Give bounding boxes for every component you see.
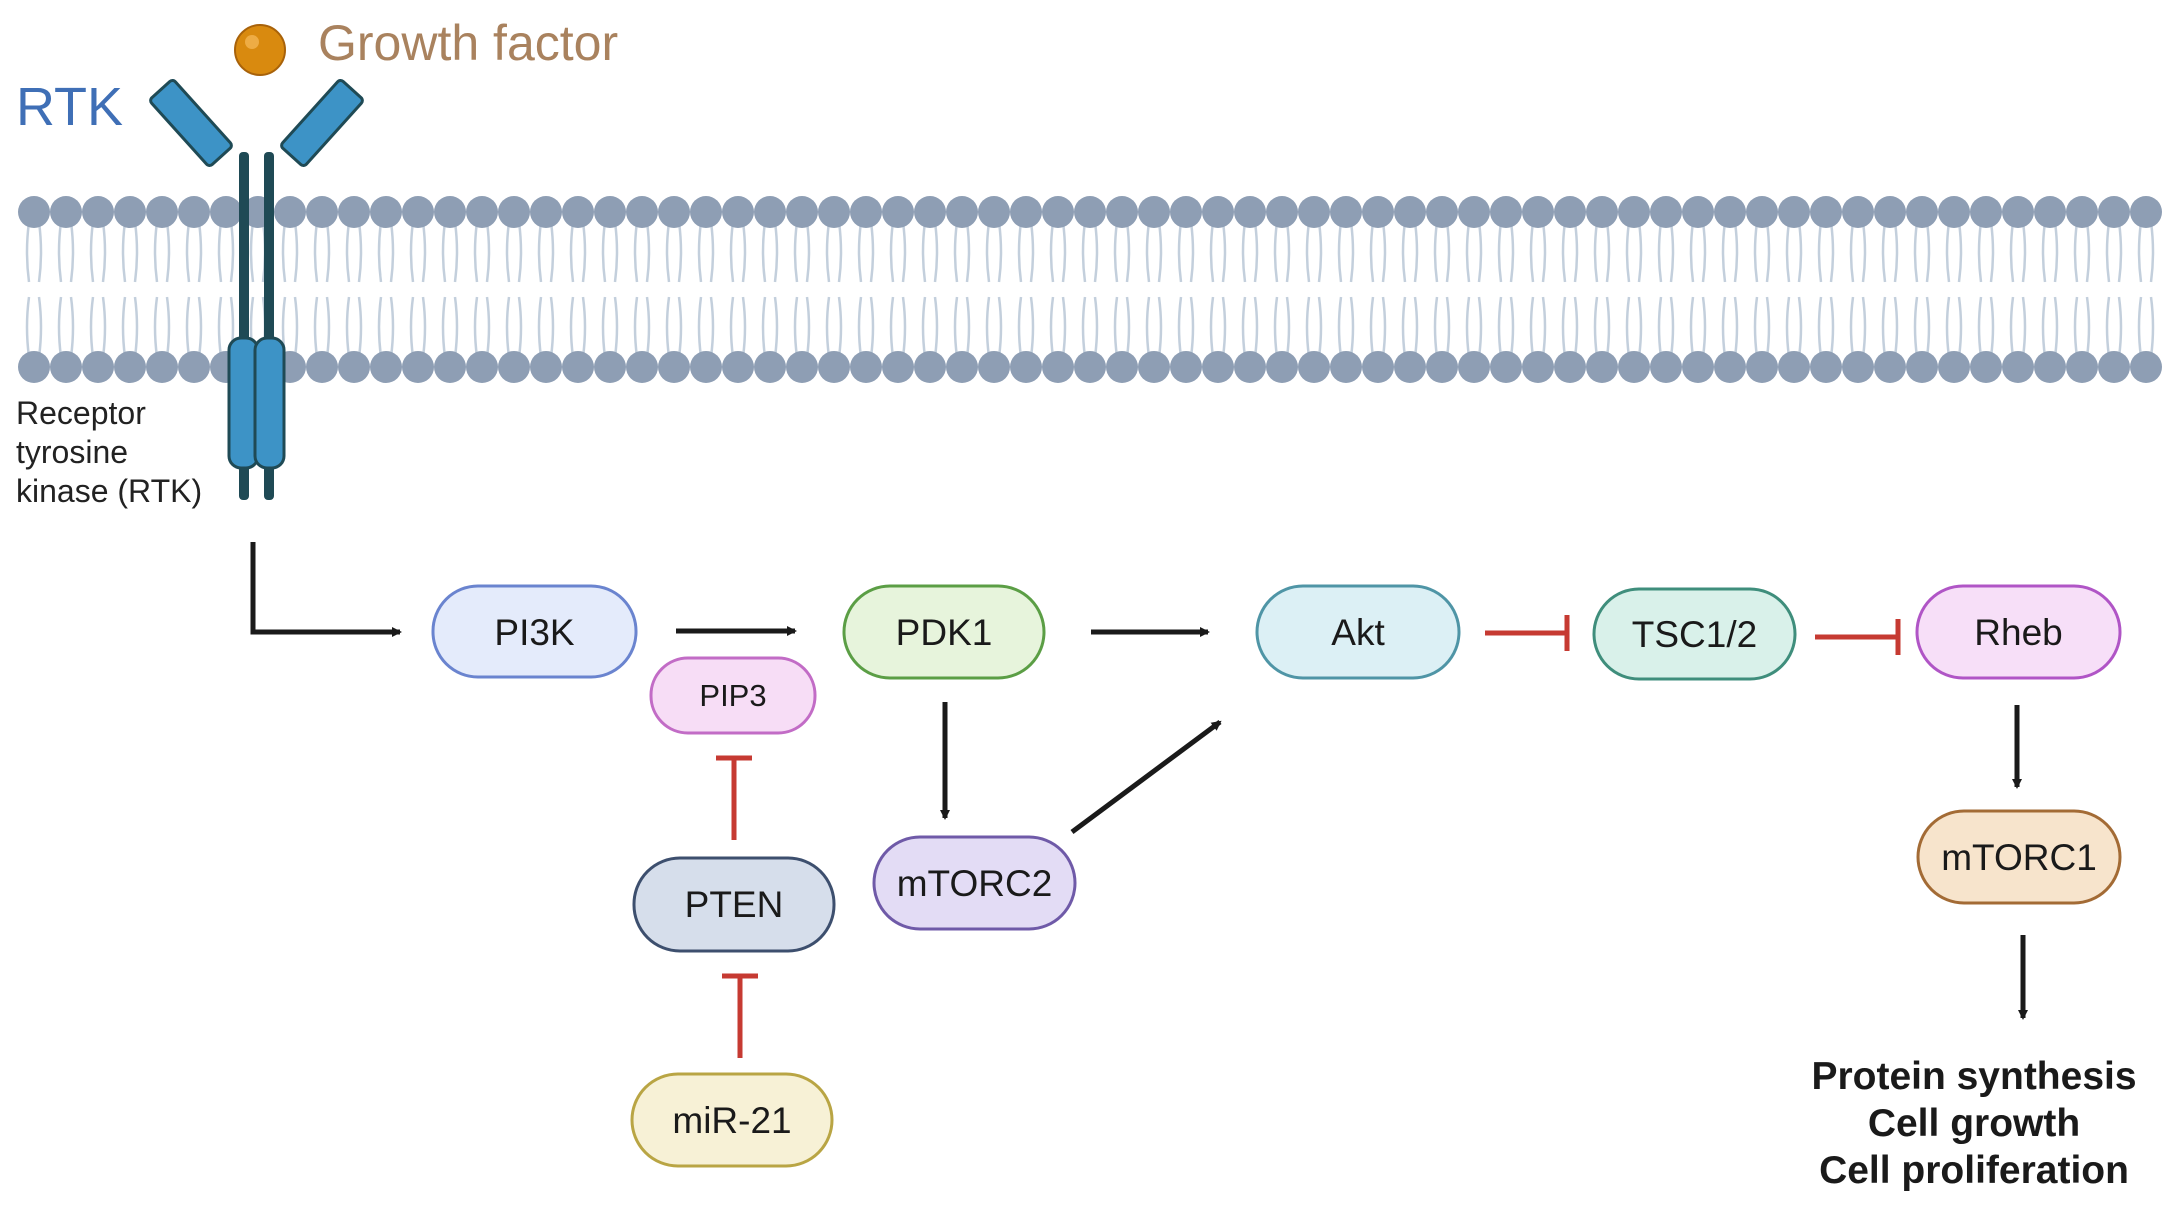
receptor-tyrosine-kinase-icon bbox=[149, 79, 364, 500]
arrow-mtorc2-to-akt bbox=[1070, 719, 1222, 835]
node-pdk1: PDK1 bbox=[842, 584, 1046, 680]
node-mir21: miR-21 bbox=[630, 1072, 834, 1168]
outcome-cell-proliferation: Cell proliferation bbox=[1819, 1149, 2129, 1192]
node-akt-label: Akt bbox=[1331, 612, 1385, 653]
inhibition-lines bbox=[716, 615, 1901, 1058]
node-pten-label: PTEN bbox=[685, 884, 784, 925]
node-tsc12: TSC1/2 bbox=[1592, 587, 1797, 681]
node-mtorc1: mTORC1 bbox=[1916, 809, 2122, 905]
rtk-label: RTK bbox=[16, 77, 123, 137]
arrow-rtk-to-pi3k bbox=[250, 542, 402, 637]
node-tsc12-label: TSC1/2 bbox=[1632, 614, 1757, 655]
growth-factor-label: Growth factor bbox=[318, 15, 618, 71]
node-pi3k-label: PI3K bbox=[494, 612, 575, 653]
outcome-cell-growth: Cell growth bbox=[1868, 1102, 2080, 1145]
growth-factor-ligand-icon bbox=[234, 24, 286, 76]
cell-membrane bbox=[18, 196, 2162, 383]
node-mtorc2: mTORC2 bbox=[872, 835, 1077, 931]
node-mtorc1-label: mTORC1 bbox=[1941, 837, 2097, 878]
node-rheb-label: Rheb bbox=[1974, 612, 2062, 653]
outcome-protein-synthesis: Protein synthesis bbox=[1811, 1055, 2136, 1098]
rtk-description-line-2: tyrosine bbox=[16, 434, 128, 470]
node-akt: Akt bbox=[1255, 584, 1461, 680]
activation-arrows bbox=[250, 542, 2028, 1020]
node-mir21-label: miR-21 bbox=[672, 1100, 791, 1141]
node-pten: PTEN bbox=[632, 856, 836, 953]
node-mtorc2-label: mTORC2 bbox=[897, 863, 1053, 904]
rtk-description-line-3: kinase (RTK) bbox=[16, 473, 202, 509]
node-pip3: PIP3 bbox=[649, 656, 817, 735]
rtk-description-line-1: Receptor bbox=[16, 395, 146, 431]
node-pi3k: PI3K bbox=[431, 584, 638, 679]
node-pip3-label: PIP3 bbox=[699, 678, 766, 713]
node-pdk1-label: PDK1 bbox=[896, 612, 993, 653]
node-rheb: Rheb bbox=[1915, 584, 2122, 680]
